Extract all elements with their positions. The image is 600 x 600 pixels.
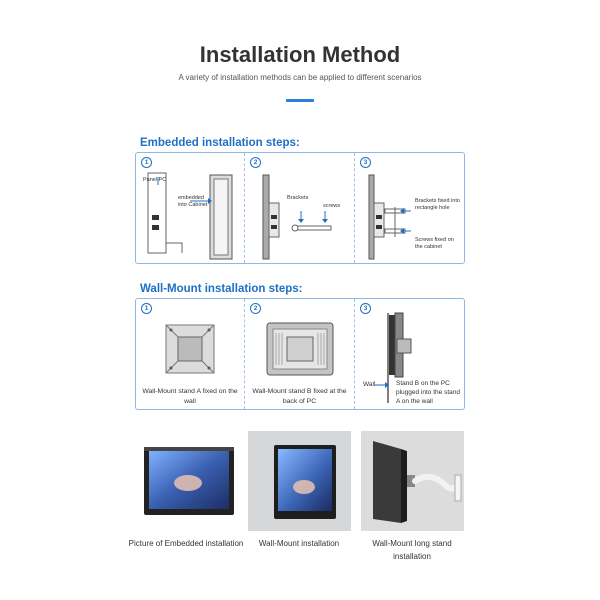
title-accent-bar [286, 99, 314, 102]
step-number: 3 [360, 303, 371, 314]
page-subtitle: A variety of installation methods can be… [178, 73, 422, 82]
long-stand-photo [361, 431, 464, 531]
step-number: 2 [250, 157, 261, 168]
stand-b-illustration [266, 322, 334, 376]
screws-label: screws [323, 203, 341, 209]
brackets-fixed-label: Brackets fixed into rectangle hole [415, 198, 460, 211]
embedded-step-1-illustration [147, 172, 233, 260]
screws-fixed-label: Screws fixed on the cabinet [415, 237, 454, 250]
step-number: 3 [360, 157, 371, 168]
wallmount-section-title: Wall-Mount installation steps: [140, 283, 303, 295]
plug-in-caption: Stand B on the PC plugged into the stand… [396, 380, 460, 405]
long-stand-photo-caption: Wall-Mount long stand installation [372, 539, 452, 561]
embedded-photo [138, 431, 241, 531]
wallmount-step-3: 3 Wall Stand B on the PC plugged into th… [355, 299, 464, 409]
embedded-step-3-illustration [368, 174, 411, 260]
embedded-step-1: 1 Panel PC embedded into Cabinet [136, 153, 245, 263]
embedded-step-2-illustration [262, 174, 332, 260]
brackets-label: Brackets [287, 195, 309, 201]
wallmount-photo [248, 431, 351, 531]
cabinet-label: embedded into Cabinet [178, 195, 208, 208]
embedded-section-title: Embedded installation steps: [140, 137, 300, 149]
stand-b-caption: Wall-Mount stand B fixed at the back of … [252, 388, 347, 405]
page-title: Installation Method [199, 42, 401, 67]
wallmount-photo-caption: Wall-Mount installation [258, 539, 340, 548]
step-number: 1 [141, 303, 152, 314]
panel-pc-label: Panel PC [143, 177, 167, 183]
wallmount-step-2: 2 Wall-Mount stand B fixed at the back o… [245, 299, 355, 409]
step-number: 2 [250, 303, 261, 314]
wall-label: Wall [363, 381, 376, 388]
stand-a-caption: Wall-Mount stand A fixed on the wall [142, 388, 238, 405]
embedded-step-2: 2 Brackets screws [245, 153, 355, 263]
embedded-step-3: 3 Brackets fixed into rectangle hole Scr… [355, 153, 464, 263]
stand-a-illustration [165, 324, 215, 374]
wallmount-steps-panel: 1 Wall-Mount stand A fixed on the wall 2 [135, 298, 465, 410]
embedded-photo-caption: Picture of Embedded installation [128, 539, 244, 548]
embedded-steps-panel: 1 Panel PC embedded into Cabinet 2 [135, 152, 465, 264]
plug-in-illustration [375, 312, 412, 403]
wallmount-step-1: 1 Wall-Mount stand A fixed on the wall [136, 299, 245, 409]
step-number: 1 [141, 157, 152, 168]
